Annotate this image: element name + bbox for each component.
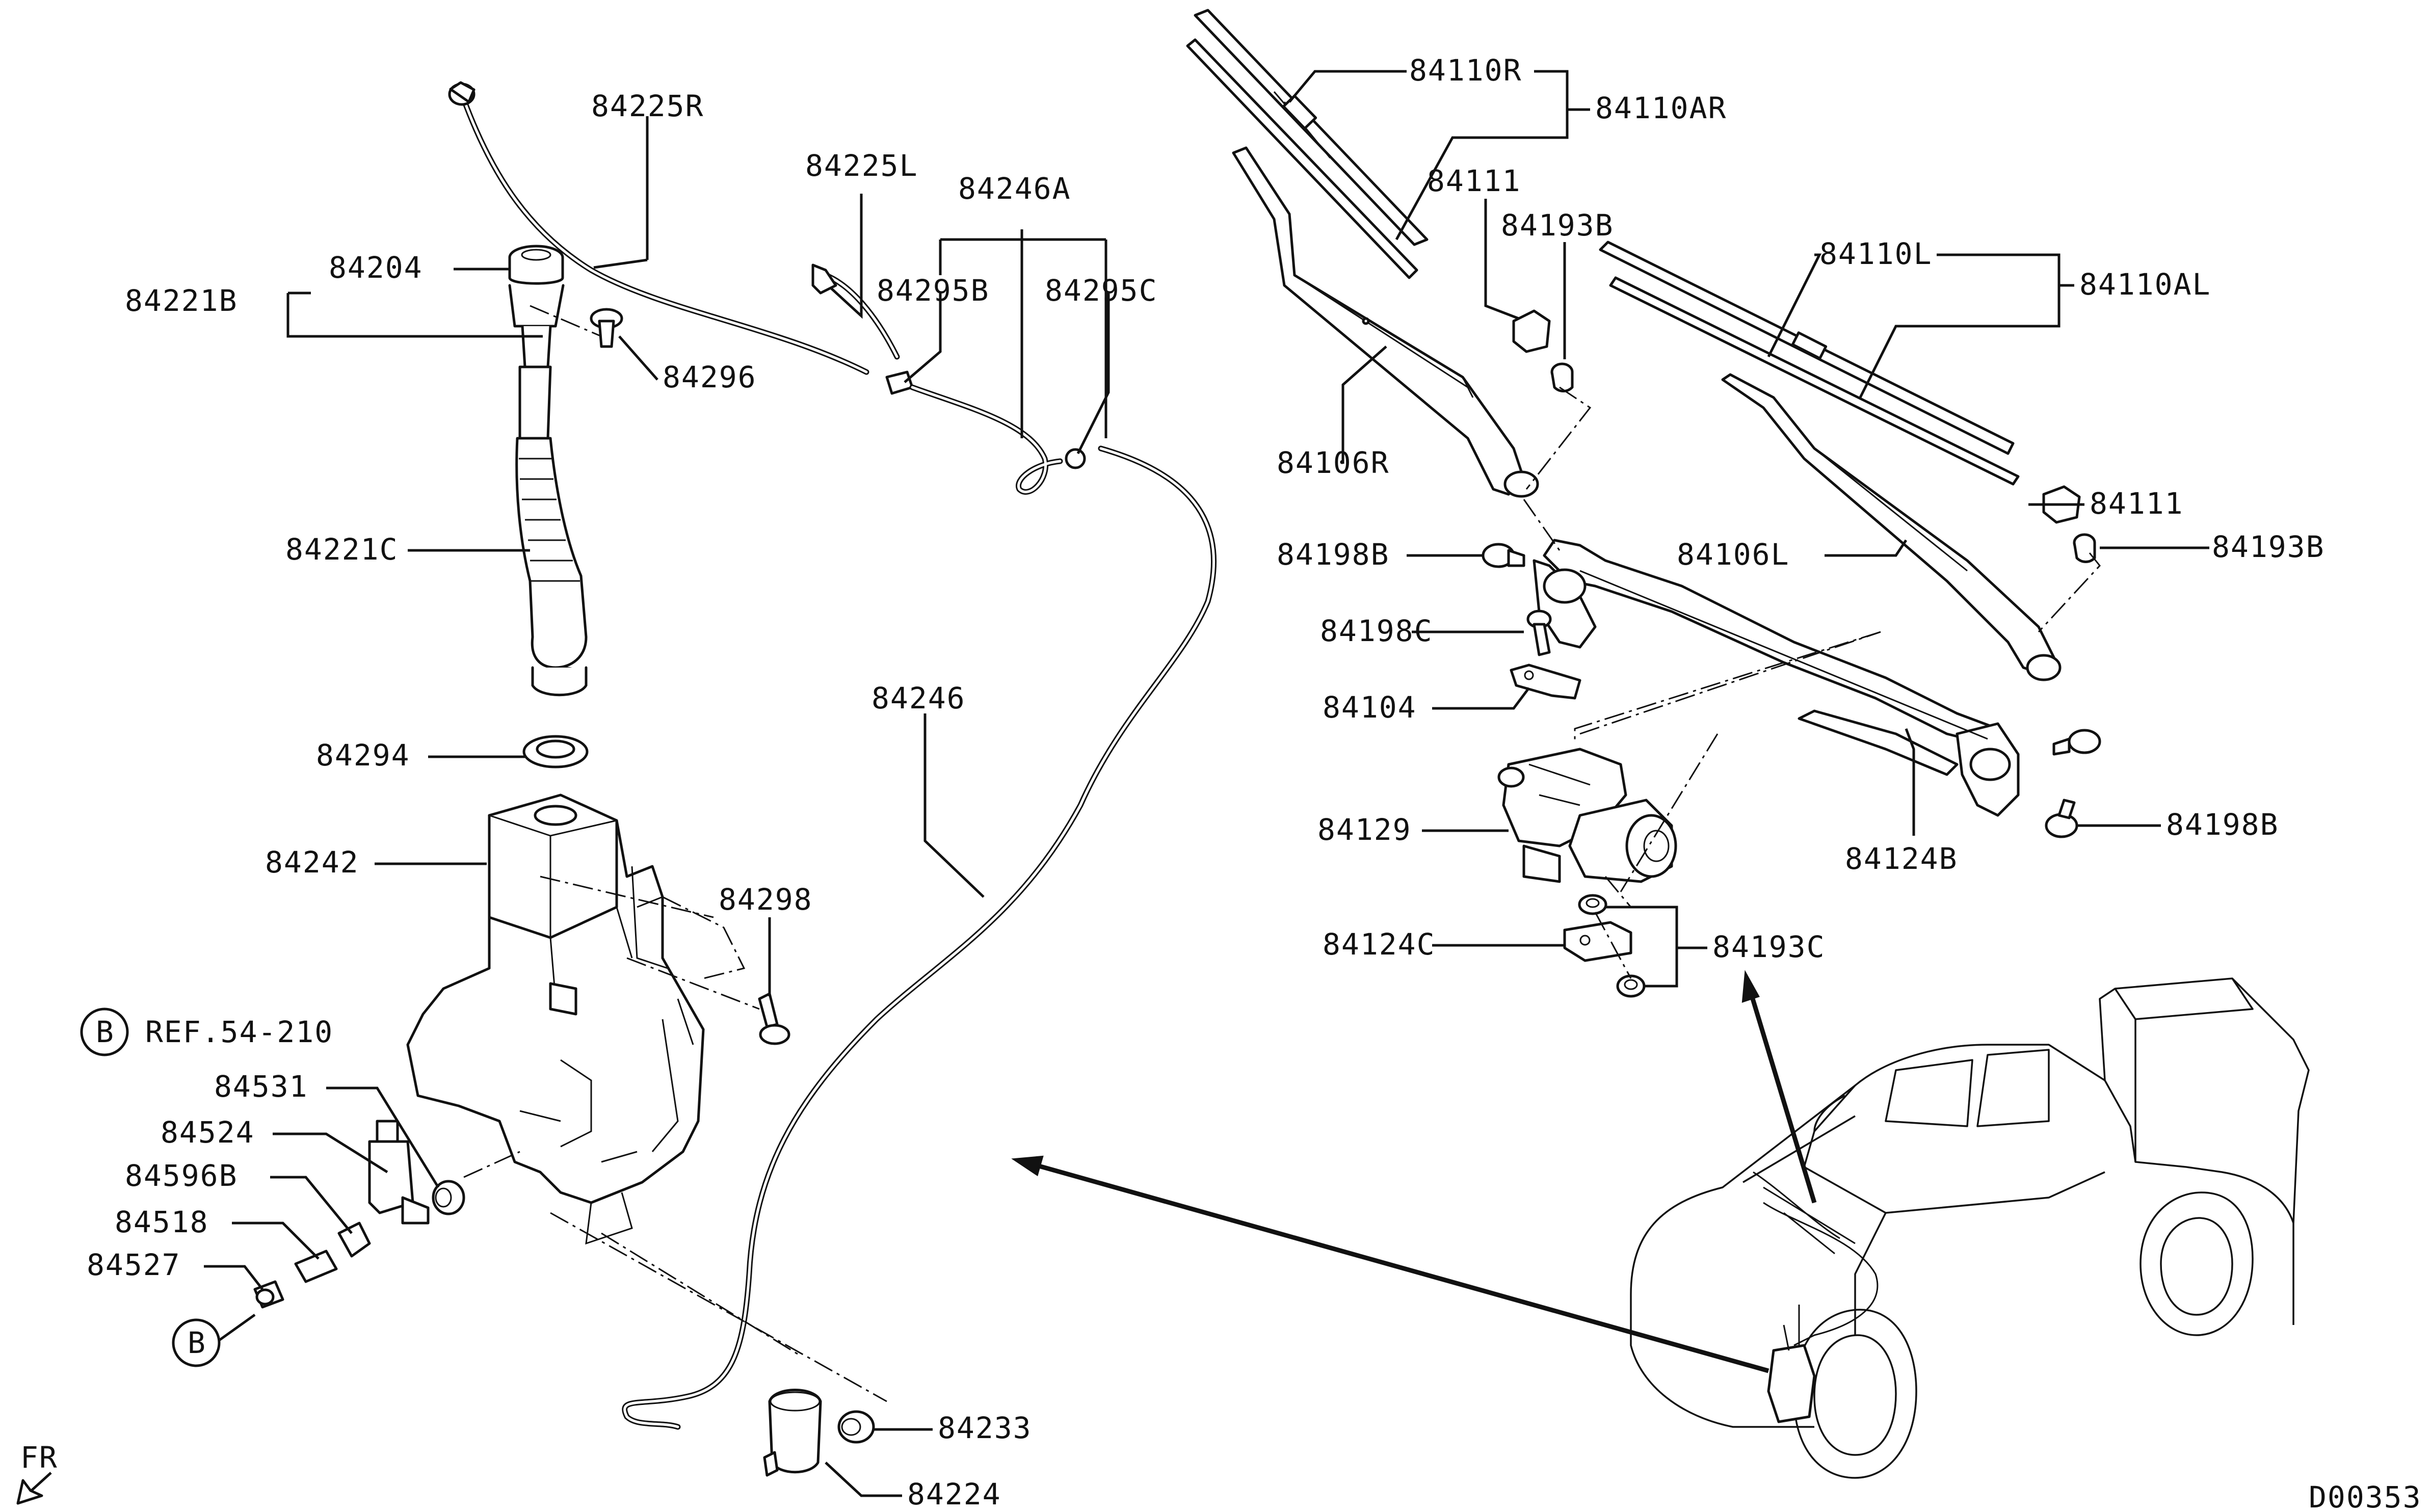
ref-note-circle-letter: B xyxy=(96,1015,115,1049)
label-84106r: 84106R xyxy=(1277,445,1390,480)
grommet-84294 xyxy=(522,735,589,768)
wiper-motor-84129 xyxy=(1497,748,1677,883)
washer-tank-84242 xyxy=(406,793,705,1245)
wiper-blade-84110r xyxy=(1186,9,1429,279)
filter-84596b xyxy=(337,1222,371,1258)
label-84524: 84524 xyxy=(161,1115,255,1150)
bolt-84198c xyxy=(1526,609,1552,656)
clip-84296 xyxy=(590,308,623,348)
location-arrows xyxy=(1011,970,1817,1373)
bracket-84104 xyxy=(1510,664,1581,700)
callout-b-letter: B xyxy=(188,1325,206,1360)
label-84193b-right: 84193B xyxy=(2212,529,2325,564)
label-84298: 84298 xyxy=(719,882,813,917)
bracket-84124c xyxy=(1563,921,1632,962)
label-84129: 84129 xyxy=(1317,812,1412,847)
label-84294: 84294 xyxy=(316,738,410,773)
ref-note-text: REF.54-210 xyxy=(145,1015,333,1049)
wiper-arm-84106r xyxy=(1232,146,1539,498)
filler-tube-84221c xyxy=(515,365,588,697)
front-direction-label: FR xyxy=(20,1440,58,1475)
label-84110r: 84110R xyxy=(1409,53,1522,88)
hose-joint-84295b xyxy=(885,370,914,395)
label-84198b-top: 84198B xyxy=(1277,537,1390,572)
filler-neck-84221b xyxy=(508,284,565,368)
label-84221b: 84221B xyxy=(125,283,238,318)
bolt-84298 xyxy=(758,992,790,1045)
label-84531: 84531 xyxy=(214,1069,308,1104)
label-84242: 84242 xyxy=(265,845,359,880)
label-84198b-right: 84198B xyxy=(2166,807,2279,842)
callout-b: B xyxy=(172,1318,221,1367)
wiper-linkage-84124b xyxy=(1533,539,2020,817)
label-84246a: 84246A xyxy=(958,171,1071,206)
label-84124b: 84124B xyxy=(1845,841,1958,876)
leader-lines xyxy=(204,70,2209,1497)
label-84295b: 84295B xyxy=(877,273,990,308)
grommet-84193c-top xyxy=(1578,894,1607,915)
washer-pump-84224 xyxy=(763,1389,822,1477)
nut-84193b-left xyxy=(2073,533,2096,563)
grommet-84193c-bottom xyxy=(1616,974,1646,998)
alignment-lines-right xyxy=(1523,386,2101,979)
label-84233: 84233 xyxy=(938,1411,1032,1445)
label-84124c: 84124C xyxy=(1323,927,1436,962)
label-84111-right: 84111 xyxy=(2090,486,2184,521)
washer-hose-84246 xyxy=(622,384,1217,1430)
wiper-blade-84110l xyxy=(1599,241,2020,486)
label-84193c: 84193C xyxy=(1712,930,1826,964)
wiper-arm-84106l xyxy=(1721,373,2062,681)
alignment-lines-left xyxy=(463,305,887,1402)
arm-cap-84111-right xyxy=(1512,309,1551,353)
nut-84193b-right xyxy=(1550,362,1574,392)
label-84193b-top: 84193B xyxy=(1501,208,1614,243)
washer-hose-84225r xyxy=(448,81,869,375)
part-labels: 84225R 84225L 84246A 84295B 84295C 84204… xyxy=(80,53,2325,1511)
label-84527: 84527 xyxy=(87,1248,181,1282)
label-84104: 84104 xyxy=(1323,690,1417,725)
ref-note: B REF.54-210 xyxy=(80,1007,333,1056)
label-84295c: 84295C xyxy=(1045,273,1158,308)
label-84106l: 84106L xyxy=(1677,537,1790,572)
label-84225r: 84225R xyxy=(591,89,704,123)
label-84224: 84224 xyxy=(907,1477,1001,1511)
bolt-84198b-top xyxy=(1482,543,1525,568)
truck-location-illustration xyxy=(1630,977,2310,1479)
label-84110ar: 84110AR xyxy=(1595,91,1727,125)
diagram-id: D00353 xyxy=(2309,1480,2422,1512)
label-84596b: 84596B xyxy=(125,1158,238,1193)
filler-cap-84204 xyxy=(508,245,564,285)
label-84225l: 84225L xyxy=(805,148,918,183)
label-84198c: 84198C xyxy=(1320,614,1433,648)
washer-hose-84225l xyxy=(811,263,900,360)
label-84204: 84204 xyxy=(329,250,423,285)
label-84110al: 84110AL xyxy=(2079,267,2211,302)
front-direction-marker: FR xyxy=(16,1440,58,1505)
washer-pump-84524 xyxy=(368,1120,430,1225)
label-84111-top: 84111 xyxy=(1427,164,1521,198)
bolt-84198b-lower xyxy=(2045,799,2078,838)
label-84110l: 84110L xyxy=(1819,236,1933,271)
grommet-84531 xyxy=(432,1180,465,1215)
label-84518: 84518 xyxy=(115,1205,209,1239)
label-84246: 84246 xyxy=(871,681,966,715)
label-84296: 84296 xyxy=(663,360,757,394)
grommet-84233 xyxy=(837,1410,875,1444)
bolt-84198b-right xyxy=(2052,729,2101,756)
label-84221c: 84221C xyxy=(285,532,399,567)
